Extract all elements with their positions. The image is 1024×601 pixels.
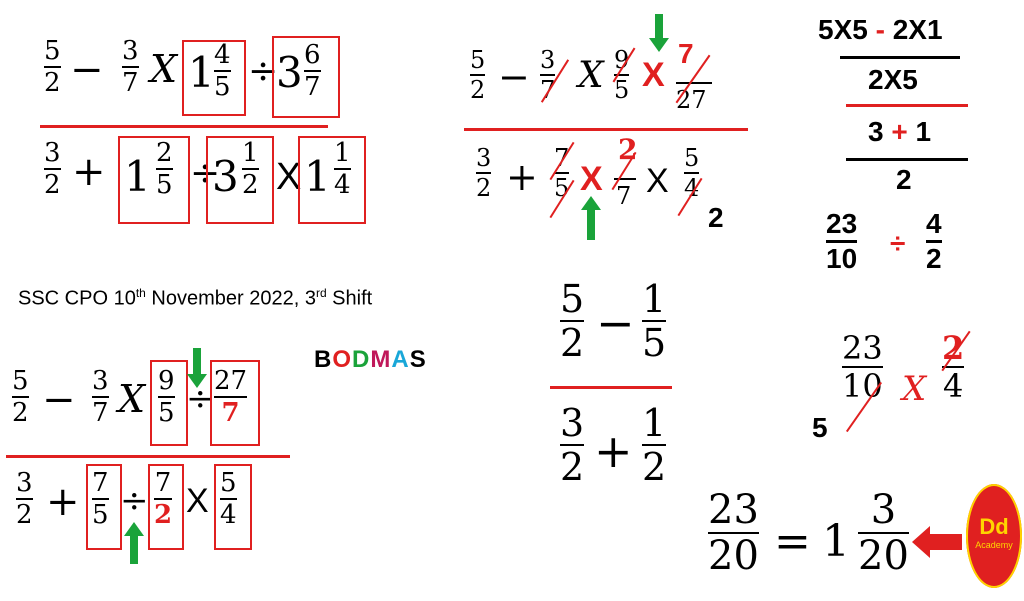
highlight-box	[272, 36, 340, 118]
top-numerator: 5X5 - 2X1	[818, 14, 943, 45]
multiply-sign: X	[646, 162, 669, 200]
fraction-line	[846, 104, 968, 107]
multiply-sign: X	[150, 47, 178, 91]
arrow-left-shaft	[928, 534, 962, 550]
arrow-head-icon	[124, 522, 144, 536]
bodmas-title: BODMAS	[314, 346, 427, 373]
multiply-sign: X	[276, 156, 302, 198]
fraction-line	[40, 125, 328, 128]
equals-sign: =	[774, 516, 811, 567]
plus-sign: +	[72, 149, 106, 195]
minus-sign: −	[596, 296, 635, 350]
arrow-left-icon	[912, 526, 930, 558]
highlight-box	[182, 40, 246, 116]
highlight-box	[206, 136, 274, 224]
fraction-line	[550, 386, 672, 389]
plus-sign: +	[594, 424, 633, 478]
minus-sign: −	[498, 55, 530, 99]
highlight-box	[118, 136, 190, 224]
highlight-box	[86, 464, 122, 550]
fraction-line	[464, 128, 748, 131]
divide-sign: ÷	[890, 228, 906, 259]
highlight-box	[214, 464, 252, 550]
arrow-up-icon	[130, 536, 138, 564]
fraction-bar	[676, 82, 712, 84]
fraction-line	[6, 455, 290, 458]
plus-sign: +	[506, 155, 538, 199]
divide-sign: ÷	[190, 153, 221, 194]
minus-sign: −	[42, 377, 76, 423]
fraction-bar	[614, 178, 636, 180]
multiply-sign: X	[118, 377, 146, 421]
multiply-sign: X	[642, 56, 665, 94]
highlight-box	[150, 360, 188, 446]
fraction-bar	[840, 56, 960, 59]
fraction-bar	[846, 158, 968, 161]
arrow-head-icon	[649, 38, 669, 52]
academy-logo: Dd Academy	[966, 484, 1022, 588]
plus-sign: +	[46, 479, 80, 525]
divide-sign: ÷	[120, 481, 149, 521]
minus-sign: −	[70, 47, 104, 93]
multiply-sign: X	[578, 55, 604, 96]
multiply-sign: X	[186, 482, 209, 520]
arrow-down-icon	[193, 348, 201, 376]
multiply-sign: X	[902, 369, 927, 409]
highlight-box	[298, 136, 366, 224]
arrow-head-icon	[581, 196, 601, 210]
arrow-down-icon	[655, 14, 663, 40]
arrow-up-icon	[587, 210, 595, 240]
highlight-box	[210, 360, 260, 446]
highlight-box	[148, 464, 184, 550]
exam-caption: SSC CPO 10th November 2022, 3rd Shift	[18, 286, 373, 310]
arrow-head-icon	[187, 374, 207, 388]
multiply-sign: X	[580, 160, 603, 198]
